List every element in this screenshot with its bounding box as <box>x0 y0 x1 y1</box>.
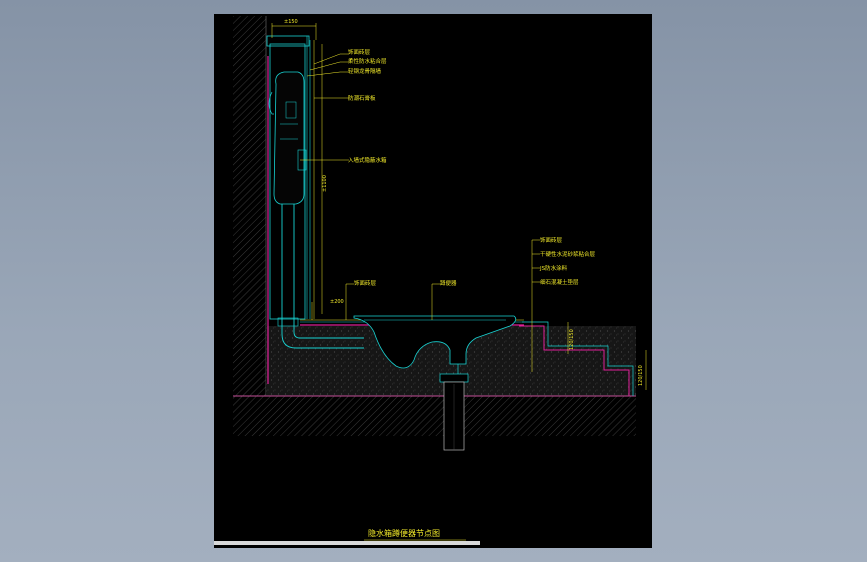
tank-top-cap <box>266 35 310 47</box>
leader-wall-1 <box>313 53 349 65</box>
dim-step-upper: 120/150 <box>569 329 575 350</box>
leader-pan <box>431 283 440 320</box>
label-floor-2: 干硬性水泥砂浆粘合层 <box>540 250 596 258</box>
valve-box <box>285 101 297 119</box>
horizontal-scrollbar[interactable] <box>214 541 480 545</box>
label-wall-1: 饰面砖层 <box>348 48 371 56</box>
squat-pan <box>353 315 517 369</box>
label-wall-3: 轻钢龙骨隔墙 <box>348 67 382 75</box>
tank-bulge <box>268 91 274 115</box>
stepped-floor-outline <box>522 321 634 396</box>
flush-pipe <box>281 204 364 349</box>
wall-hatch <box>233 16 266 396</box>
dim-floor-offset: ±200 <box>330 299 344 305</box>
label-floor-4: 细石混凝土垫层 <box>540 278 579 286</box>
label-wall-2: 柔性防水粘合层 <box>348 57 387 65</box>
label-floor-left: 饰面砖层 <box>354 279 377 287</box>
section-drawing: ±150 ±1100 ±200 120/150 120/150 饰面砖层 柔性防… <box>233 16 647 541</box>
floor-base-hatch <box>233 396 636 436</box>
dim-wall-height: ±1100 <box>322 175 328 192</box>
trap-collar <box>439 373 469 383</box>
leader-floor-left <box>345 283 354 320</box>
leader-wall-3 <box>306 71 349 77</box>
label-pan: 蹲便器 <box>440 279 457 287</box>
label-tank: 入墙式隐蔽水箱 <box>348 156 387 164</box>
leader-wall-2 <box>309 61 349 71</box>
pipe-joint <box>277 317 299 327</box>
label-floor-3: JS防水涂料 <box>539 264 568 272</box>
flush-tank-body <box>273 71 305 205</box>
drawing-sheet: ±150 ±1100 ±200 120/150 120/150 饰面砖层 柔性防… <box>214 14 652 548</box>
flush-pipe-inner <box>293 204 364 339</box>
dim-top-offset: ±150 <box>284 19 298 25</box>
label-wall-4: 防潮石膏板 <box>348 94 376 102</box>
dim-step-lower: 120/150 <box>638 365 644 386</box>
drawing-title: 隐水箱蹲便器节点图 <box>368 528 440 538</box>
tank-frame <box>269 43 306 320</box>
stepped-floor-edge <box>519 325 630 396</box>
label-floor-1: 饰面砖层 <box>540 236 563 244</box>
